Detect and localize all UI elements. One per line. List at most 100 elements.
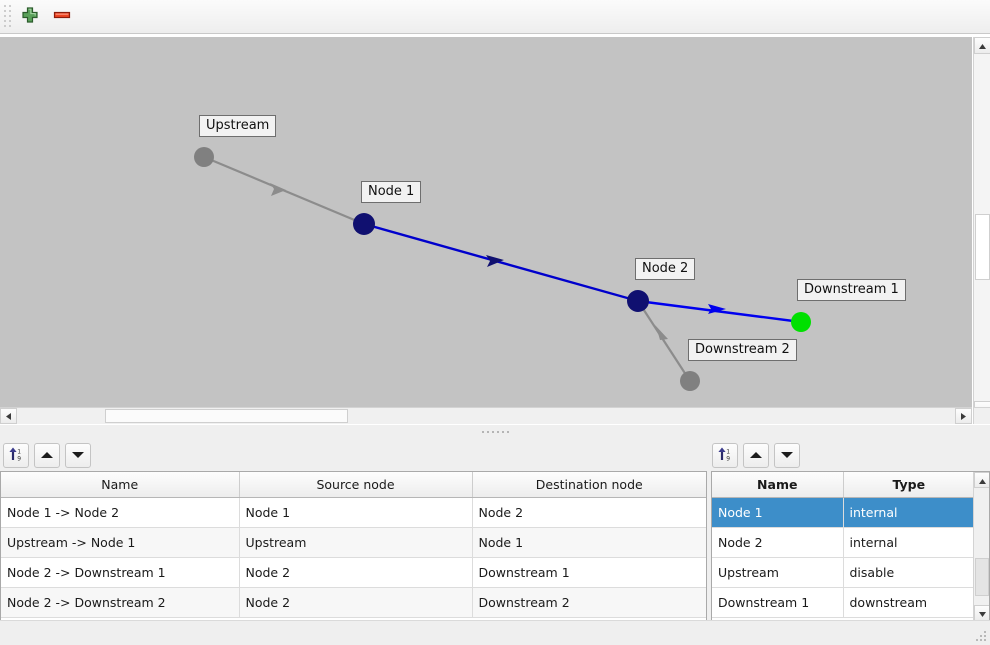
graph-node-node2[interactable]: [627, 290, 649, 312]
table-row[interactable]: Downstream 1 downstream: [712, 587, 974, 618]
column-header-name[interactable]: Name: [712, 472, 844, 498]
graph-node-upstream[interactable]: [194, 147, 214, 167]
triangle-left-icon: [5, 409, 12, 424]
graph-node-downstream1[interactable]: [791, 312, 811, 332]
graph-label-downstream2[interactable]: Downstream 2: [688, 339, 797, 361]
scroll-up-button[interactable]: [974, 472, 989, 488]
connections-table[interactable]: Name Source node Destination node Node 1…: [0, 471, 707, 622]
graph-node-downstream2[interactable]: [680, 371, 700, 391]
sort-ascending-icon: 1 9: [717, 446, 733, 465]
table-row[interactable]: Upstream disable: [712, 557, 974, 588]
sort-ascending-icon: 1 9: [8, 446, 24, 465]
svg-text:1: 1: [726, 448, 730, 455]
green-plus-icon: [20, 5, 40, 28]
sort-connections-button[interactable]: 1 9: [3, 442, 29, 468]
table-row[interactable]: Node 2 internal: [712, 527, 974, 558]
graph-label-upstream[interactable]: Upstream: [199, 115, 277, 137]
table-row[interactable]: Upstream -> Node 1 Upstream Node 1: [1, 527, 706, 558]
triangle-up-icon: [978, 38, 987, 53]
triangle-down-icon: [780, 448, 794, 463]
graph-canvas[interactable]: Upstream Node 1 Node 2 Downstream 1 Down…: [0, 37, 972, 418]
resize-grip[interactable]: [976, 631, 988, 643]
status-bar: [0, 620, 990, 645]
svg-text:9: 9: [17, 455, 21, 462]
scroll-down-button[interactable]: [974, 605, 989, 621]
cell-name[interactable]: Node 2 -> Downstream 2: [1, 587, 240, 618]
edge-node2-downstream2[interactable]: [637, 300, 691, 382]
table-row[interactable]: Node 2 -> Downstream 2 Node 2 Downstream…: [1, 587, 706, 618]
nodes-table-header: Name Type: [712, 472, 974, 498]
scroll-left-button[interactable]: [0, 408, 17, 424]
panel-splitter[interactable]: [0, 425, 990, 438]
table-row[interactable]: Node 1 internal: [712, 497, 974, 528]
connections-table-header: Name Source node Destination node: [1, 472, 706, 498]
cell-type[interactable]: internal: [843, 497, 974, 528]
sort-nodes-button[interactable]: 1 9: [712, 442, 738, 468]
remove-node-button[interactable]: [47, 3, 77, 31]
move-connection-down-button[interactable]: [65, 442, 91, 468]
cell-destination[interactable]: Downstream 2: [472, 587, 706, 618]
scroll-right-button[interactable]: [955, 408, 972, 424]
nodes-table[interactable]: Name Type Node 1 internal Node 2 interna…: [711, 471, 990, 622]
graph-canvas-panel: Upstream Node 1 Node 2 Downstream 1 Down…: [0, 34, 990, 438]
table-row[interactable]: Node 1 -> Node 2 Node 1 Node 2: [1, 497, 706, 528]
column-header-name[interactable]: Name: [1, 472, 240, 498]
connections-table-body: Node 1 -> Node 2 Node 1 Node 2 Upstream …: [1, 497, 706, 618]
graph-label-node1[interactable]: Node 1: [361, 181, 422, 203]
cell-name[interactable]: Node 1: [712, 497, 844, 528]
graph-label-node2[interactable]: Node 2: [635, 258, 696, 280]
cell-name[interactable]: Node 2: [712, 527, 844, 558]
nodes-table-scrollbar[interactable]: [973, 472, 989, 621]
move-node-up-button[interactable]: [743, 442, 769, 468]
cell-name[interactable]: Upstream: [712, 557, 844, 588]
scrollbar-corner: [973, 407, 990, 424]
cell-type[interactable]: downstream: [843, 587, 974, 618]
canvas-vscroll-thumb[interactable]: [975, 214, 990, 280]
cell-type[interactable]: internal: [843, 527, 974, 558]
column-header-destination-node[interactable]: Destination node: [472, 472, 706, 498]
column-header-source-node[interactable]: Source node: [239, 472, 473, 498]
red-minus-icon: [52, 5, 72, 28]
cell-name[interactable]: Upstream -> Node 1: [1, 527, 240, 558]
edge-node1-node2[interactable]: [363, 222, 639, 303]
table-row[interactable]: Node 2 -> Downstream 1 Node 2 Downstream…: [1, 557, 706, 588]
triangle-up-icon: [749, 448, 763, 463]
graph-node-node1[interactable]: [353, 213, 375, 235]
cell-name[interactable]: Node 2 -> Downstream 1: [1, 557, 240, 588]
triangle-down-icon: [978, 606, 987, 621]
nodes-table-scroll-thumb[interactable]: [975, 558, 989, 596]
move-node-down-button[interactable]: [774, 442, 800, 468]
cell-source[interactable]: Upstream: [239, 527, 473, 558]
triangle-up-icon: [978, 473, 987, 488]
canvas-horizontal-scrollbar[interactable]: [0, 407, 972, 424]
cell-source[interactable]: Node 2: [239, 587, 473, 618]
move-connection-up-button[interactable]: [34, 442, 60, 468]
triangle-down-icon: [71, 448, 85, 463]
canvas-hscroll-thumb[interactable]: [105, 409, 348, 423]
nodes-toolbar: 1 9: [712, 442, 800, 468]
nodes-table-body: Node 1 internal Node 2 internal Upstream…: [712, 497, 974, 618]
add-node-button[interactable]: [15, 3, 45, 31]
main-toolbar: [0, 0, 990, 34]
cell-destination[interactable]: Node 1: [472, 527, 706, 558]
cell-destination[interactable]: Node 2: [472, 497, 706, 528]
connections-toolbar: 1 9: [3, 442, 91, 468]
graph-label-downstream1[interactable]: Downstream 1: [797, 279, 906, 301]
cell-type[interactable]: disable: [843, 557, 974, 588]
edge-node2-downstream1[interactable]: [637, 299, 802, 324]
canvas-vscroll-track[interactable]: [974, 54, 990, 401]
cell-name[interactable]: Node 1 -> Node 2: [1, 497, 240, 528]
cell-source[interactable]: Node 1: [239, 497, 473, 528]
cell-source[interactable]: Node 2: [239, 557, 473, 588]
canvas-vertical-scrollbar[interactable]: [973, 37, 990, 418]
toolbar-drag-handle[interactable]: [3, 4, 13, 30]
edge-upstream-node1[interactable]: [203, 155, 365, 226]
column-header-type[interactable]: Type: [843, 472, 974, 498]
splitter-grip: [481, 430, 509, 433]
svg-text:1: 1: [17, 448, 21, 455]
cell-destination[interactable]: Downstream 1: [472, 557, 706, 588]
cell-name[interactable]: Downstream 1: [712, 587, 844, 618]
triangle-up-icon: [40, 448, 54, 463]
scroll-up-button[interactable]: [974, 37, 990, 54]
